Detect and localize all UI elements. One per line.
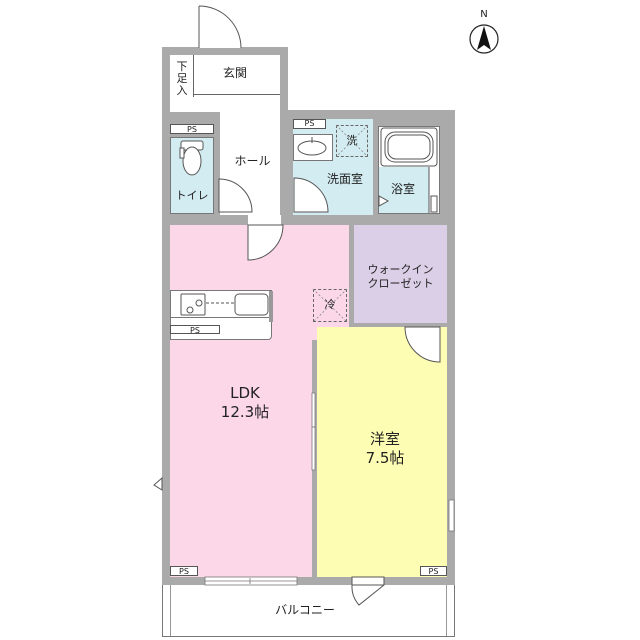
- ps-western-bottom: PS: [420, 566, 447, 576]
- balcony-inner-line: [170, 585, 447, 636]
- western-room: [317, 327, 447, 577]
- ldk-size: 12.3帖: [220, 403, 270, 421]
- ldk-door-icon: [247, 215, 284, 261]
- fridge-label: 冷: [324, 298, 336, 311]
- side-vent-icon: [153, 476, 163, 491]
- compass-icon: [469, 24, 499, 54]
- western-room-size: 7.5帖: [365, 449, 405, 467]
- ldk-balcony-window-icon: [204, 576, 298, 586]
- washroom-ps-text: PS: [304, 119, 315, 128]
- bathtub-icon: [380, 127, 438, 213]
- shoe-storage-divider: [193, 55, 194, 97]
- shoe-storage-label: 下足入: [176, 60, 188, 97]
- genkan-step-line: [193, 94, 280, 95]
- fridge-space: [313, 289, 347, 322]
- toilet-door-icon: [218, 178, 253, 213]
- bathroom-label: 浴室: [390, 182, 415, 196]
- hall: [170, 102, 280, 112]
- washer-space: [336, 125, 368, 157]
- sink-icon: [297, 137, 327, 156]
- washer-label: 洗: [346, 134, 358, 147]
- washer-space-icon: [335, 124, 369, 158]
- wic-label-line2: クローゼット: [367, 277, 434, 290]
- toilet-bowl-icon: [179, 140, 204, 176]
- ldk-lower: [170, 340, 312, 577]
- compass-north-label: N: [480, 9, 488, 20]
- western-room-door-icon: [404, 326, 441, 363]
- western-balcony-door-icon: [351, 576, 385, 606]
- entrance-door-icon: [198, 5, 242, 49]
- ps-washroom-box: [293, 119, 326, 129]
- ps-toilet: PS: [170, 124, 214, 134]
- sliding-partition-icon: [311, 392, 316, 471]
- hall-label: ホール: [234, 154, 271, 168]
- stove-icon: [180, 293, 206, 316]
- ps-kitchen: PS: [170, 325, 220, 335]
- genkan-label: 玄関: [222, 66, 247, 80]
- counter-end-panel: [269, 291, 273, 322]
- bathroom-door-icon: [378, 195, 390, 207]
- balcony-label: バルコニー: [275, 603, 335, 617]
- ps-ldk-bottom: PS: [170, 566, 198, 576]
- balcony: [162, 585, 455, 637]
- bathroom-floor: [379, 167, 429, 213]
- fridge-space-icon: [312, 288, 348, 323]
- kitchen-sink-icon: [234, 293, 269, 316]
- washroom-door-icon: [293, 177, 329, 213]
- right-window-icon: [448, 499, 455, 532]
- western-room-name: 洋室: [369, 430, 400, 448]
- washroom-label: 洗面室: [326, 172, 363, 186]
- walk-in-closet: [354, 225, 447, 323]
- wic-label-line1: ウォークイン: [367, 263, 434, 276]
- toilet-label: トイレ: [175, 189, 209, 202]
- ldk-name: LDK: [230, 384, 260, 402]
